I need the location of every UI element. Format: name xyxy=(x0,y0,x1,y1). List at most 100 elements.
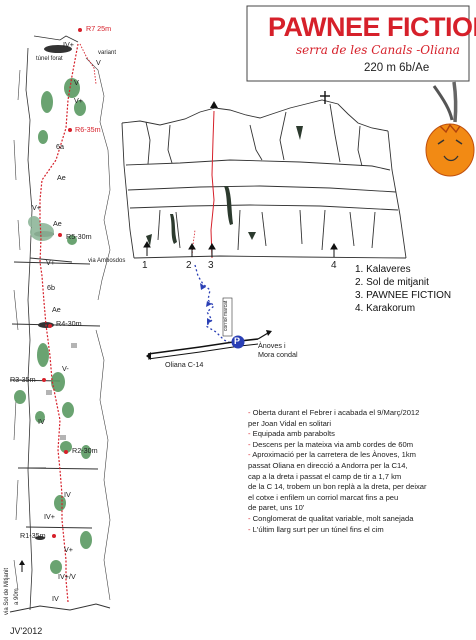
route-crossings xyxy=(18,257,73,469)
path-label-frame xyxy=(222,297,233,337)
relay-label-r5: R5-30m xyxy=(66,232,92,241)
note-line: - Descens per la mateixa via amb cordes … xyxy=(248,440,468,451)
via-sol-label: via Sol de Mitjanit xyxy=(4,567,10,615)
relay-label-r7: R7 25m xyxy=(86,24,112,33)
note-line: - Conglomerat de qualitat variable, molt… xyxy=(248,514,468,525)
note-text: cap a la dreta i passat el camp de tir a… xyxy=(248,471,402,481)
road-label-oliana: Oliana C-14 xyxy=(165,360,204,369)
road-arrow-right-icon xyxy=(266,330,272,336)
pitch-grade: IV+ xyxy=(44,512,55,521)
topo-ground xyxy=(9,603,111,613)
pitch-grade: Ae xyxy=(52,305,61,314)
note-line: - L'últim llarg surt per un túnel fins e… xyxy=(248,525,468,536)
relay-label-r6: R6-35m xyxy=(75,125,101,134)
route-number-2: 2 xyxy=(186,260,192,271)
note-line: de la C 14, trobem un bon replà a la dre… xyxy=(248,482,468,493)
note-line: per Joan Vidal en solitari xyxy=(248,419,468,430)
via-ambosdos-label: via Ambosdos xyxy=(88,258,126,264)
pitch-grade: V xyxy=(74,78,79,87)
relay-label-r1: R1-35m xyxy=(20,531,46,540)
road-label-mora: Mora condal xyxy=(258,350,298,359)
face-vegetation xyxy=(146,126,303,246)
route-grade: 220 m 6b/Ae xyxy=(364,62,430,74)
pitch-grade: III xyxy=(71,341,77,350)
topo-left-edge xyxy=(25,47,33,611)
face-sketch xyxy=(121,99,407,259)
pitch-grade: IV xyxy=(64,490,71,499)
note-line: - Equipada amb parabolts xyxy=(248,429,468,440)
note-text: de paret, uns 10' xyxy=(248,503,305,513)
note-text: per Joan Vidal en solitari xyxy=(248,418,332,428)
note-text: Equipada amb parabolts xyxy=(252,429,335,439)
note-text: Aproximació per la carretera de les Ànov… xyxy=(252,450,416,460)
variant-label: variant xyxy=(98,50,117,56)
page-subtitle: serra de les Canals -Oliana xyxy=(296,43,460,57)
pitch-grade: V+ xyxy=(32,203,41,212)
pitch-grade: V+ xyxy=(46,258,55,267)
route-number-1: 1 xyxy=(142,260,148,271)
pitch-grade: V- xyxy=(62,364,69,373)
note-text: de la C 14, trobem un bon replà a la dre… xyxy=(248,482,427,492)
road-c14 xyxy=(147,338,259,355)
legend-item: 2. Sol de mitjanit xyxy=(355,277,429,288)
route-notes: - Oberta durant el Febrer i acabada el 9… xyxy=(248,408,468,535)
author-signature: JV'2012 xyxy=(10,626,43,636)
pitch-grade: IV xyxy=(52,594,59,603)
title-frame xyxy=(246,5,470,82)
note-bullet: - xyxy=(248,513,253,523)
note-bullet: - xyxy=(248,439,253,449)
road-arrow-left-icon xyxy=(146,352,151,360)
topo-vegetation xyxy=(14,78,92,574)
relay-label-r3: R3-35m xyxy=(10,375,36,384)
summit-cross-icon xyxy=(320,91,330,104)
pitch-grade: Ae xyxy=(57,173,66,182)
via-sol-arrow-icon xyxy=(19,560,25,565)
note-bullet: - xyxy=(248,524,253,534)
note-text: el cotxe i enfilem un corriol marcat fin… xyxy=(248,492,399,502)
note-line: passat Oliana en direcció a Andorra per … xyxy=(248,461,468,472)
note-line: el cotxe i enfilem un corriol marcat fin… xyxy=(248,493,468,504)
summit-marker-icon xyxy=(210,101,218,108)
route-legend: 1. Kalaveres 2. Sol de mitjanit 3. PAWNE… xyxy=(355,263,451,315)
parking-icon xyxy=(231,335,245,349)
relay-label-r4: R4-30m xyxy=(56,319,82,328)
pitch-grade: V xyxy=(96,58,101,67)
topo-variant xyxy=(79,43,97,85)
note-line: - Aproximació per la carretera de les Àn… xyxy=(248,450,468,461)
pitch-grade: IV+ xyxy=(63,40,74,49)
path-label: corriol marcat xyxy=(223,300,229,331)
relay-label-r2: R2-30m xyxy=(72,446,98,455)
note-bullet: - xyxy=(248,408,253,417)
note-bullet: - xyxy=(248,450,253,460)
relay-dots xyxy=(42,28,82,538)
via-sol-distance: a 90m xyxy=(14,588,20,605)
pitch-grade: V+ xyxy=(64,545,73,554)
route-number-4: 4 xyxy=(331,260,337,271)
note-text: Descens per la mateixa via amb cordes de… xyxy=(252,439,414,449)
pitch-grade: IV+/V xyxy=(58,572,76,581)
parking-label: P xyxy=(234,336,241,346)
pitch-grade: IV xyxy=(38,417,45,426)
legend-item: 1. Kalaveres xyxy=(355,264,411,275)
start-arrows xyxy=(143,241,338,257)
pitch-grade: V+ xyxy=(74,96,83,105)
pitch-grade: III xyxy=(46,388,52,397)
topo-ledges xyxy=(9,261,101,529)
pitch-grade: Ae xyxy=(53,219,62,228)
note-line: - Oberta durant el Febrer i acabada el 9… xyxy=(248,408,468,419)
note-bullet: - xyxy=(248,429,253,439)
route-number-3: 3 xyxy=(208,260,214,271)
note-text: Conglomerat de qualitat variable, molt s… xyxy=(252,513,414,523)
road-label-anoves: Ànoves i xyxy=(258,341,286,350)
note-line: de paret, uns 10' xyxy=(248,503,468,514)
pitch-grade: 6b xyxy=(47,283,55,292)
note-line: cap a la dreta i passat el camp de tir a… xyxy=(248,472,468,483)
road-c14-edge xyxy=(147,343,259,360)
indian-head-logo-icon xyxy=(425,81,475,177)
pitch-grade: 6a xyxy=(56,142,64,151)
note-text: Oberta durant el Febrer i acabada el 9/M… xyxy=(252,408,420,417)
note-text: L'últim llarg surt per un túnel fins el … xyxy=(252,524,384,534)
legend-item: 4. Karakorum xyxy=(355,303,416,314)
note-text: passat Oliana en direcció a Andorra per … xyxy=(248,460,408,470)
